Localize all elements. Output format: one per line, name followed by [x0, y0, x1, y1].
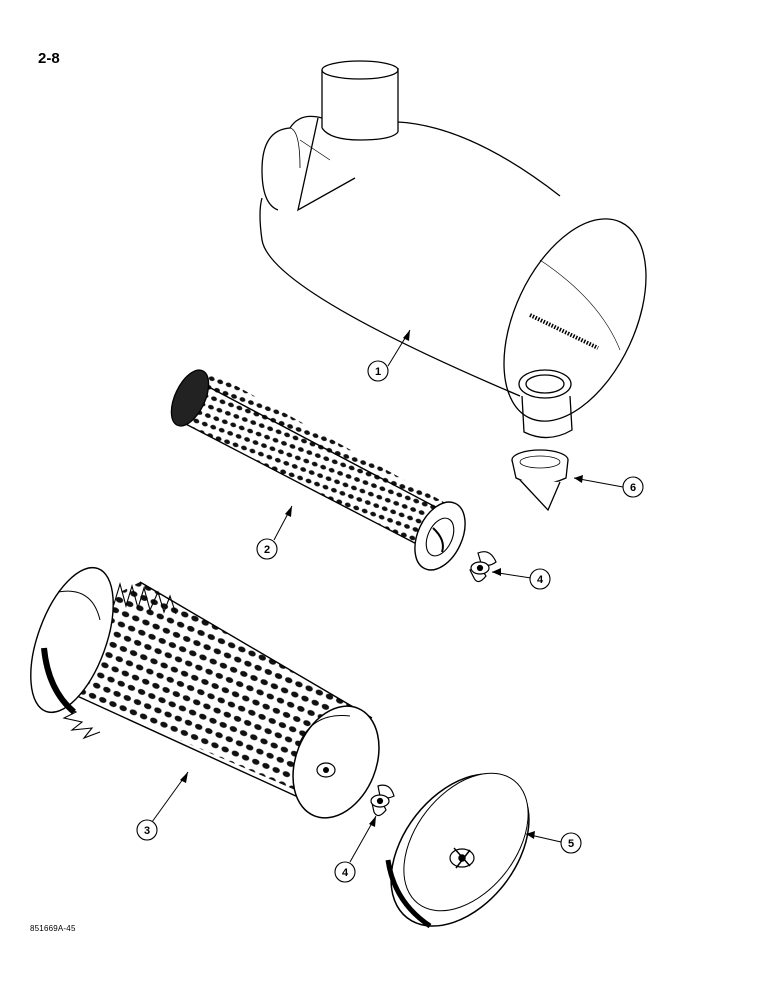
callout-5: 5: [560, 832, 582, 854]
arrowheads: [180, 330, 583, 839]
callout-4-upper: 4: [529, 568, 551, 590]
callout-3: 3: [136, 819, 158, 841]
callout-2: 2: [256, 538, 278, 560]
callout-4-lower-label: 4: [342, 867, 349, 879]
callout-6-label: 6: [630, 482, 636, 494]
wing-nut-upper: [469, 551, 497, 583]
wing-nut-lower: [370, 784, 395, 817]
callout-4-upper-label: 4: [537, 574, 544, 586]
callout-6: 6: [622, 476, 644, 498]
end-cover: [385, 772, 530, 929]
callout-3-label: 3: [144, 825, 150, 837]
callout-2-label: 2: [264, 544, 270, 556]
inner-filter-element: [170, 369, 466, 571]
callout-4-lower: 4: [334, 861, 356, 883]
figure-reference: 851669A-45: [30, 924, 76, 933]
callout-1-label: 1: [375, 366, 381, 378]
page-number: 2-8: [38, 50, 60, 67]
air-cleaner-housing: [259, 60, 647, 439]
outer-filter-element: [30, 566, 380, 819]
callout-1: 1: [367, 360, 389, 382]
callout-5-label: 5: [568, 838, 574, 850]
dust-valve: [511, 449, 569, 512]
